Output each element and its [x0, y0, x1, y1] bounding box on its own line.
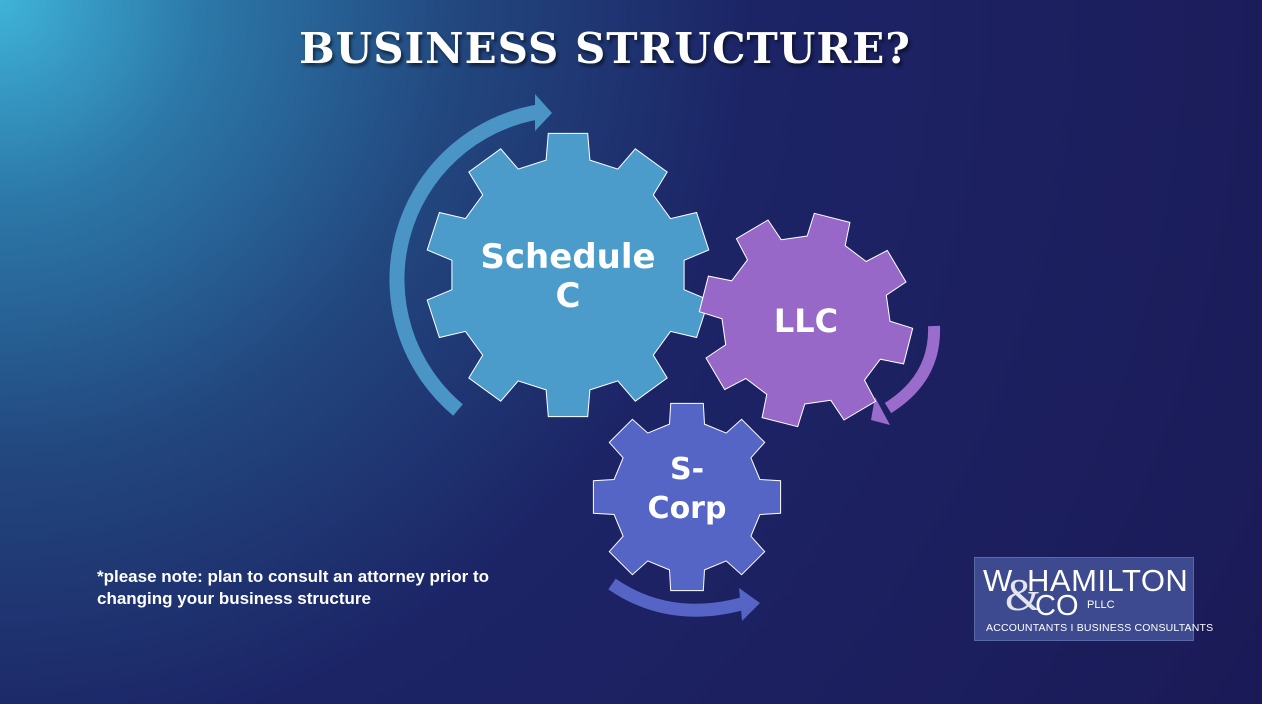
- llc-arrow-head: [871, 397, 890, 425]
- gear-llc-label: LLC: [774, 302, 838, 340]
- llc-cycle-arrow: [871, 325, 941, 425]
- slide-title: BUSINESS STRUCTURE?: [299, 24, 911, 73]
- logo-co: CO: [1035, 590, 1079, 622]
- gear-s-corp-label-line2: Corp: [648, 491, 727, 526]
- gear-schedule-c: Schedule C: [426, 132, 710, 418]
- s-corp-cycle-arrow: [608, 578, 760, 621]
- company-logo: & W HAMILTON CO PLLC ACCOUNTANTS I BUSIN…: [974, 557, 1213, 641]
- gear-s-corp-label-line1: S-: [670, 452, 704, 487]
- gear-llc: LLC: [698, 212, 914, 428]
- schedule-c-arrow-arc: [389, 104, 540, 416]
- gear-llc-shape: [698, 212, 914, 428]
- attorney-note: *please note: plan to consult an attorne…: [97, 566, 567, 610]
- logo-w: W: [983, 563, 1013, 598]
- s-corp-arrow-head: [739, 588, 760, 621]
- attorney-note-line2: changing your business structure: [97, 589, 371, 608]
- s-corp-arrow-arc: [608, 578, 747, 617]
- gear-s-corp: S- Corp: [592, 402, 782, 592]
- logo-ampersand: &: [1005, 569, 1041, 620]
- schedule-c-arrow-head: [535, 94, 552, 131]
- gear-s-corp-shape: [592, 402, 782, 592]
- logo-tagline: ACCOUNTANTS I BUSINESS CONSULTANTS: [986, 622, 1214, 634]
- logo-pllc: PLLC: [1087, 599, 1115, 611]
- gear-schedule-c-label-line1: Schedule: [480, 237, 655, 277]
- attorney-note-line1: *please note: plan to consult an attorne…: [97, 567, 489, 586]
- gear-schedule-c-label-line2: C: [556, 276, 581, 316]
- gear-schedule-c-shape: [426, 132, 710, 418]
- llc-arrow-arc: [884, 325, 941, 414]
- schedule-c-cycle-arrow: [389, 94, 552, 416]
- logo-hamilton: HAMILTON: [1027, 563, 1189, 598]
